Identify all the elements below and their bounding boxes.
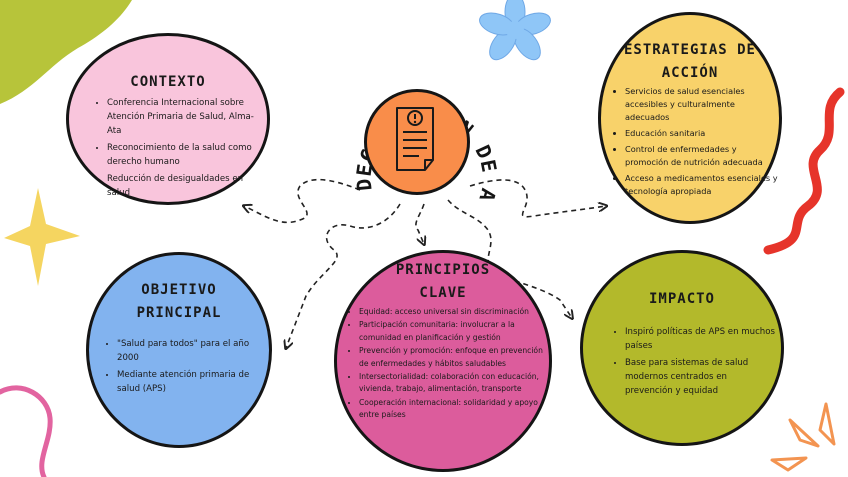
list-item: Intersectorialidad: colaboración con edu… <box>359 371 545 396</box>
list-item: Equidad: acceso universal sin discrimina… <box>359 306 545 318</box>
objetivo-node: OBJETIVO PRINCIPAL "Salud para todos" pa… <box>86 252 272 448</box>
principios-title-line2: CLAVE <box>337 282 549 305</box>
objetivo-title-line2: PRINCIPAL <box>89 302 269 325</box>
list-item: "Salud para todos" para el año 2000 <box>117 337 267 365</box>
list-item: Base para sistemas de salud modernos cen… <box>625 356 775 398</box>
list-item: Educación sanitaria <box>625 127 781 140</box>
list-item: Participación comunitaria: involucrar a … <box>359 319 545 344</box>
estrategias-title-line1: ESTRATEGIAS DE <box>601 39 779 62</box>
list-item: Prevención y promoción: enfoque en preve… <box>359 345 545 370</box>
principios-title: PRINCIPIOS CLAVE <box>337 259 549 305</box>
list-item: Mediante atención primaria de salud (APS… <box>117 368 267 396</box>
principios-points: Equidad: acceso universal sin discrimina… <box>347 306 545 423</box>
principios-node: PRINCIPIOS CLAVE Equidad: acceso univers… <box>334 250 552 472</box>
estrategias-title-line2: ACCIÓN <box>601 62 779 85</box>
impacto-points: Inspiró políticas de APS en muchos paíse… <box>613 325 775 401</box>
list-item: Cooperación internacional: solidaridad y… <box>359 397 545 422</box>
objetivo-points: "Salud para todos" para el año 2000 Medi… <box>105 337 267 399</box>
estrategias-points: Servicios de salud esenciales accesibles… <box>613 85 781 201</box>
list-item: Servicios de salud esenciales accesibles… <box>625 85 781 124</box>
estrategias-title: ESTRATEGIAS DE ACCIÓN <box>601 39 779 85</box>
list-item: Conferencia Internacional sobre Atención… <box>107 96 259 138</box>
list-item: Reducción de desigualdades en salud <box>107 172 259 200</box>
contexto-node: CONTEXTO Conferencia Internacional sobre… <box>66 33 270 205</box>
document-alert-icon <box>367 92 467 192</box>
objetivo-title: OBJETIVO PRINCIPAL <box>89 279 269 325</box>
objetivo-title-line1: OBJETIVO <box>89 279 269 302</box>
impacto-node: IMPACTO Inspiró políticas de APS en much… <box>580 250 784 446</box>
list-item: Acceso a medicamentos esenciales y tecno… <box>625 172 781 198</box>
impacto-title: IMPACTO <box>583 291 781 307</box>
contexto-title: CONTEXTO <box>69 74 267 90</box>
contexto-points: Conferencia Internacional sobre Atención… <box>95 96 259 203</box>
list-item: Inspiró políticas de APS en muchos paíse… <box>625 325 775 353</box>
estrategias-node: ESTRATEGIAS DE ACCIÓN Servicios de salud… <box>598 12 782 224</box>
list-item: Reconocimiento de la salud como derecho … <box>107 141 259 169</box>
principios-title-line1: PRINCIPIOS <box>337 259 549 282</box>
center-circle <box>364 89 470 195</box>
list-item: Control de enfermedades y promoción de n… <box>625 143 781 169</box>
